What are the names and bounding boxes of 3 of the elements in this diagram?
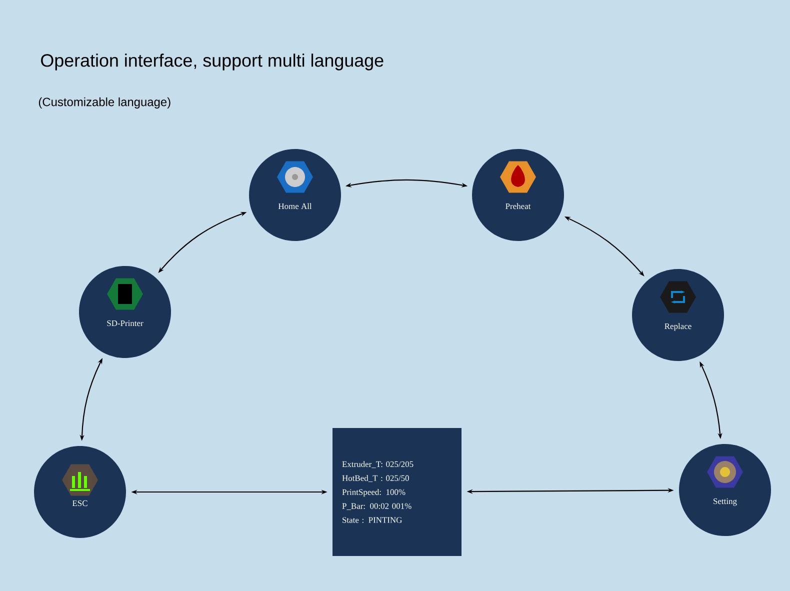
status-panel: Extruder_T: 025/205 HotBed_T : 025/50 PrintSpeed: 100% P_Bar: 00:02 001% State : PINTING [332, 428, 462, 556]
title: Operation interface, support multi language [41, 54, 384, 70]
subtitle: (Customizable language) [38, 97, 170, 109]
